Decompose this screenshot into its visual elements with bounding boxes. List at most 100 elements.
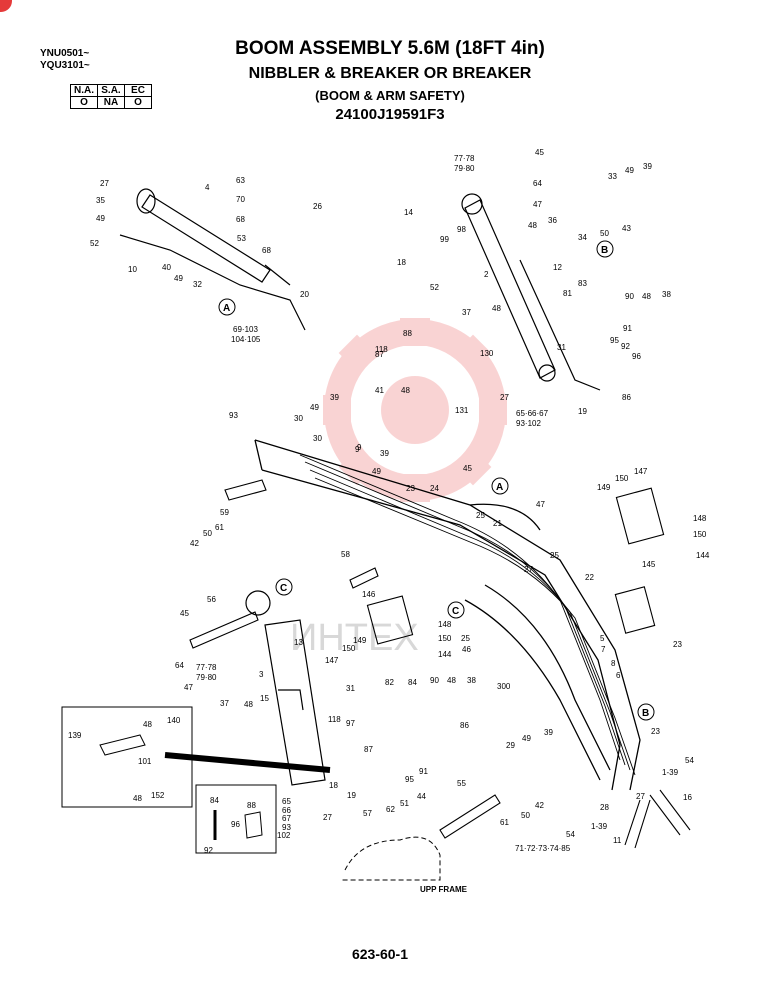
part-label: 48 <box>492 304 501 313</box>
part-label: 68 <box>236 215 245 224</box>
part-label: 49 <box>96 214 105 223</box>
part-label: 145 <box>642 560 656 569</box>
part-label: 47 <box>536 500 545 509</box>
part-label: 39 <box>380 449 389 458</box>
part-label: 79·80 <box>454 164 475 173</box>
part-label: 27 <box>100 179 109 188</box>
serial-line-1: YNU0501~ <box>40 48 90 59</box>
part-label: 40 <box>162 263 171 272</box>
page-subtitle-note: (BOOM & ARM SAFETY) <box>315 88 465 103</box>
svg-text:B: B <box>642 708 649 719</box>
boom-cylinder-lower <box>245 590 326 786</box>
svg-text:C: C <box>452 606 459 617</box>
svg-text:B: B <box>601 245 608 256</box>
part-label: 51 <box>400 799 409 808</box>
part-label: 12 <box>553 263 562 272</box>
callout-b-lower: B <box>637 703 655 721</box>
part-label: 24 <box>430 484 439 493</box>
callout-c-upper: C <box>275 578 293 596</box>
part-label: 15 <box>260 694 269 703</box>
part-label: 26 <box>313 202 322 211</box>
part-label: 144 <box>696 551 710 560</box>
part-label: 4 <box>205 183 210 192</box>
part-label: 92 <box>204 846 213 855</box>
part-label: 8 <box>611 659 616 668</box>
part-label: 45 <box>535 148 544 157</box>
part-label: 65 <box>282 797 291 806</box>
part-label: 39 <box>544 728 553 737</box>
part-label: 39 <box>330 393 339 402</box>
part-label: 148 <box>693 514 707 523</box>
part-label: 10 <box>128 265 137 274</box>
part-label: 130 <box>480 349 494 358</box>
part-label: 77·78 <box>196 663 217 672</box>
part-label: 2 <box>484 270 489 279</box>
part-label: 149 <box>353 636 367 645</box>
part-label: 31 <box>557 343 566 352</box>
part-label: 77·78 <box>454 154 475 163</box>
part-label: 93·102 <box>516 419 541 428</box>
part-label: 48 <box>143 720 152 729</box>
part-label: 14 <box>404 208 413 217</box>
part-label: 25 <box>476 511 485 520</box>
part-label: 68 <box>262 246 271 255</box>
part-label: 32 <box>193 280 202 289</box>
part-label: 48 <box>447 676 456 685</box>
part-label: 150 <box>438 634 452 643</box>
part-label: 69·103 <box>233 325 258 334</box>
part-label: 49 <box>522 734 531 743</box>
part-label: 95 <box>405 775 414 784</box>
part-label: 88 <box>403 329 412 338</box>
part-label: 148 <box>438 620 452 629</box>
part-label: 87 <box>364 745 373 754</box>
part-label: 139 <box>68 731 82 740</box>
part-label: 45 <box>463 464 472 473</box>
part-label: 71·72·73·74·85 <box>515 844 571 853</box>
part-label: 63 <box>236 176 245 185</box>
part-label: 20 <box>300 290 309 299</box>
page-number: 623-60-1 <box>351 946 409 962</box>
part-label: 96 <box>231 820 240 829</box>
part-label: 23 <box>651 727 660 736</box>
part-label: 27 <box>500 393 509 402</box>
part-label: 47 <box>184 683 193 692</box>
part-label: 86 <box>460 721 469 730</box>
watermark-logo <box>323 318 507 502</box>
part-label: 30 <box>294 414 303 423</box>
part-label: 48 <box>401 386 410 395</box>
part-label: 64 <box>533 179 542 188</box>
part-label: 56 <box>207 595 216 604</box>
upper-frame-outline <box>340 836 441 881</box>
part-label: 28 <box>600 803 609 812</box>
part-label: 150 <box>342 644 356 653</box>
callout-c-mid: C <box>447 601 465 619</box>
part-label: 49 <box>174 274 183 283</box>
part-label: 45 <box>180 609 189 618</box>
part-label: 9 <box>357 443 362 452</box>
callout-a-mid: A <box>491 477 509 495</box>
part-label: 16 <box>683 793 692 802</box>
part-label: 25 <box>550 551 559 560</box>
part-label: 27 <box>524 565 533 574</box>
status-table-value-row: O NA O <box>70 96 152 109</box>
part-label: 3 <box>259 670 264 679</box>
part-label: 1-39 <box>591 822 608 831</box>
part-label: 48 <box>528 221 537 230</box>
part-label: 42 <box>535 801 544 810</box>
part-label: 19 <box>347 791 356 800</box>
part-label: 43 <box>622 224 631 233</box>
part-label: 66 <box>282 806 291 815</box>
part-label: 9 <box>355 445 360 454</box>
part-label: 41 <box>375 386 384 395</box>
part-label: 44 <box>417 792 426 801</box>
part-label: 37 <box>220 699 229 708</box>
watermark-text: ИНТЕХ <box>290 617 419 659</box>
part-label: 90 <box>430 676 439 685</box>
part-label: 11 <box>613 836 622 845</box>
part-label: 54 <box>566 830 575 839</box>
part-label: 131 <box>455 406 469 415</box>
part-label: 50 <box>521 811 530 820</box>
part-label: 150 <box>615 474 629 483</box>
part-label: 49 <box>625 166 634 175</box>
status-value-ec: O <box>124 96 152 109</box>
